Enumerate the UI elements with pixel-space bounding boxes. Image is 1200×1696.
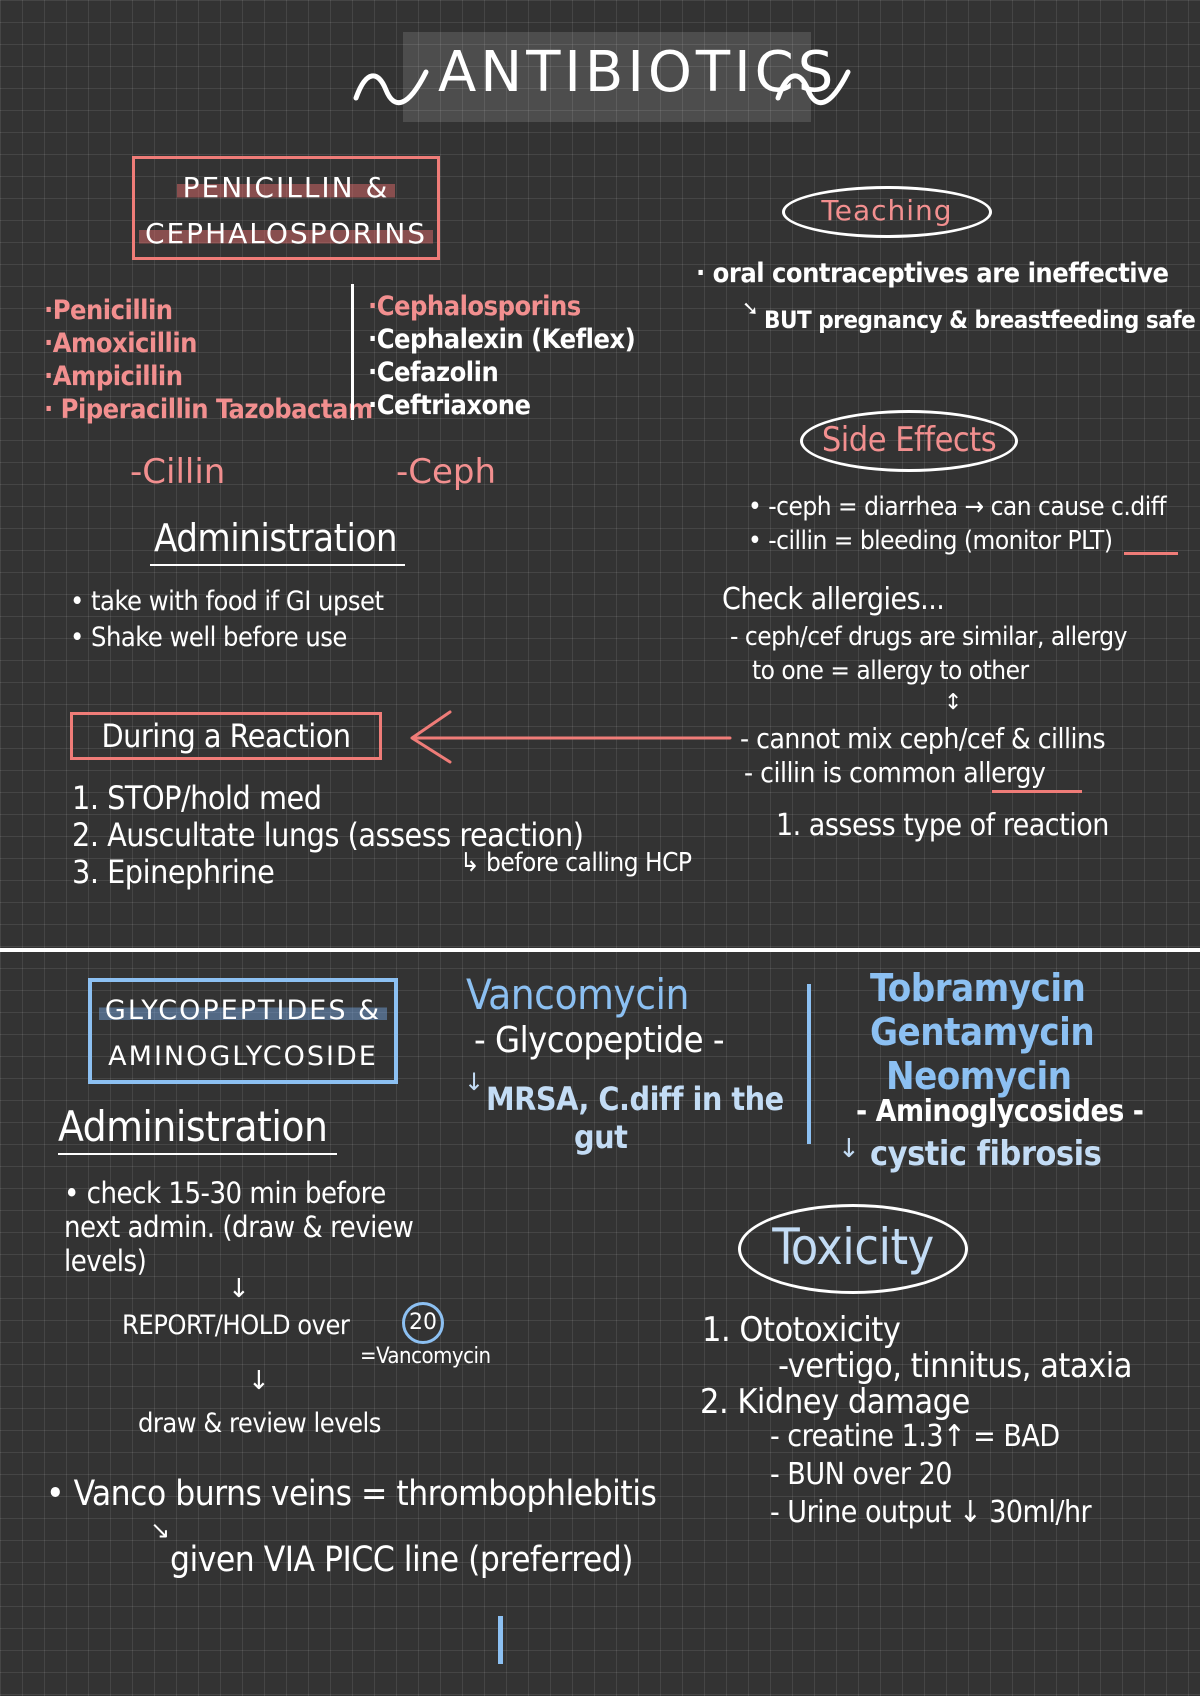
toxicity-item2-details: - creatine 1.3↑ = BAD - BUN over 20 - Ur… [770, 1418, 1092, 1532]
penicillin-list: ·Penicillin ·Amoxicillin ·Ampicillin · P… [44, 294, 373, 426]
toxicity-item1-detail: -vertigo, tinnitus, ataxia [778, 1346, 1132, 1386]
picc-line-text: given VIA PICC line (preferred) [170, 1540, 634, 1580]
report-hold-text: REPORT/HOLD over [122, 1310, 350, 1341]
reaction-box: During a Reaction [70, 712, 382, 760]
title-highlight [403, 32, 811, 122]
side-effects-oval: Side Effects [800, 410, 1018, 472]
list-item: • Shake well before use [70, 622, 347, 653]
allergies-line5: 1. assess type of reaction [776, 808, 1109, 843]
list-item: Tobramycin [870, 966, 1086, 1010]
toxicity-item1: 1. Ototoxicity [702, 1310, 901, 1350]
teaching-oval: Teaching [782, 186, 992, 238]
admin-line: next admin. (draw & review [64, 1210, 414, 1244]
box-title-line1: GLYCOPEPTIDES & [98, 995, 388, 1026]
arrow-down-icon: ➘ [742, 296, 759, 320]
double-arrow-icon: ↕ [944, 690, 963, 715]
list-item: ·Amoxicillin [44, 328, 197, 359]
list-item: Neomycin [886, 1054, 1072, 1098]
list-item: 1. STOP/hold med [72, 779, 322, 817]
teaching-line2: BUT pregnancy & breastfeeding safe [764, 306, 1196, 334]
list-item: 2. Auscultate lungs (assess reaction) [72, 816, 584, 854]
penicillin-cephalosporin-box: PENICILLIN & CEPHALOSPORINS [132, 156, 440, 260]
page-title: ANTIBIOTICS [438, 40, 838, 105]
arrow-down-icon: ↓ [248, 1366, 270, 1396]
allergy-underline [992, 790, 1082, 793]
list-item: - creatine 1.3↑ = BAD [770, 1419, 1060, 1454]
list-item: · Piperacillin Tazobactam [44, 394, 373, 425]
glycopeptide-aminoglycoside-box: GLYCOPEPTIDES & AMINOGLYCOSIDE [88, 978, 398, 1084]
list-item: ·Ampicillin [44, 361, 183, 392]
allergies-line1: - ceph/cef drugs are similar, allergy [730, 622, 1127, 652]
admin-line: • check 15-30 min before [64, 1176, 386, 1210]
allergies-line4: - cillin is common allergy [744, 756, 1046, 789]
toxicity-heading: Toxicity [772, 1218, 934, 1276]
list-item: • take with food if GI upset [70, 586, 384, 617]
toxicity-item2: 2. Kidney damage [700, 1382, 970, 1422]
aminoglycoside-use: cystic fibrosis [870, 1134, 1102, 1174]
page-continue-mark [498, 1616, 503, 1664]
box-title-line2: AMINOGLYCOSIDE [108, 1041, 378, 1072]
list-item: - Urine output ↓ 30ml/hr [770, 1495, 1092, 1530]
list-item: Gentamycin [870, 1010, 1095, 1054]
list-item: ·Cephalosporins [368, 291, 581, 322]
reaction-note: ↳ before calling HCP [460, 848, 692, 878]
threshold-value: 20 [409, 1310, 437, 1335]
reaction-heading: During a Reaction [101, 717, 351, 755]
aminoglycoside-class: - Aminoglycosides - [856, 1094, 1144, 1129]
side-effects-heading: Side Effects [821, 420, 997, 460]
list-item: 3. Epinephrine [72, 853, 275, 891]
list-item: - BUN over 20 [770, 1457, 952, 1492]
toxicity-oval: Toxicity [738, 1204, 968, 1294]
vancomycin-class: - Glycopeptide - [474, 1020, 725, 1061]
arrow-down-icon: ↓ [228, 1274, 250, 1304]
side-effects-list: • -ceph = diarrhea → can cause c.diff • … [748, 490, 1167, 558]
cillin-suffix: -Cillin [130, 452, 226, 492]
box-title-line2: CEPHALOSPORINS [138, 217, 434, 250]
aminoglycoside-list: Tobramycin Gentamycin Neomycin [870, 966, 1095, 1098]
reaction-steps: 1. STOP/hold med 2. Auscultate lungs (as… [72, 780, 584, 891]
column-divider [351, 284, 354, 420]
report-note: =Vancomycin [360, 1344, 491, 1369]
admin-line: levels) [64, 1244, 147, 1278]
list-item: • -cillin = bleeding (monitor PLT) [748, 526, 1113, 556]
list-item: ·Ceftriaxone [368, 390, 531, 421]
vancomycin-use-line2: gut [574, 1118, 628, 1156]
allergies-line3: - cannot mix ceph/cef & cillins [740, 722, 1106, 755]
squiggle-right-icon [775, 69, 851, 106]
plt-underline [1124, 552, 1178, 555]
vancomycin-name: Vancomycin [466, 970, 689, 1019]
teaching-line1: · oral contraceptives are ineffective [696, 258, 1169, 289]
box-title-line1: PENICILLIN & [176, 171, 396, 204]
list-item: ·Cephalexin (Keflex) [368, 324, 636, 355]
vanco-burns-text: • Vanco burns veins = thrombophlebitis [46, 1474, 657, 1514]
allergies-heading: Check allergies... [722, 582, 945, 617]
vancomycin-use-line1: MRSA, C.diff in the [486, 1080, 784, 1118]
teaching-heading: Teaching [821, 194, 953, 227]
arrow-down-icon: ↓ [838, 1134, 860, 1164]
glyco-administration-text: • check 15-30 min before next admin. (dr… [64, 1176, 414, 1278]
section-divider [0, 948, 1200, 952]
ceph-suffix: -Ceph [396, 452, 497, 492]
administration-heading: Administration [150, 516, 406, 566]
list-item: ·Penicillin [44, 295, 173, 326]
administration-list: • take with food if GI upset • Shake wel… [70, 584, 384, 656]
threshold-circle: 20 [402, 1302, 444, 1344]
cephalosporin-list: ·Cephalosporins ·Cephalexin (Keflex) ·Ce… [368, 290, 636, 422]
list-item: • -ceph = diarrhea → can cause c.diff [748, 492, 1167, 522]
allergies-line2: to one = allergy to other [752, 656, 1029, 686]
arrow-down-right-icon: ↘ [150, 1516, 171, 1544]
glyco-administration-heading: Administration [58, 1102, 338, 1155]
draw-review-text: draw & review levels [138, 1408, 381, 1439]
squiggle-left-icon [353, 69, 429, 106]
vertical-divider [807, 984, 811, 1144]
list-item: ·Cefazolin [368, 357, 499, 388]
arrow-left-icon [410, 710, 732, 764]
arrow-down-icon: ↓ [464, 1068, 485, 1096]
